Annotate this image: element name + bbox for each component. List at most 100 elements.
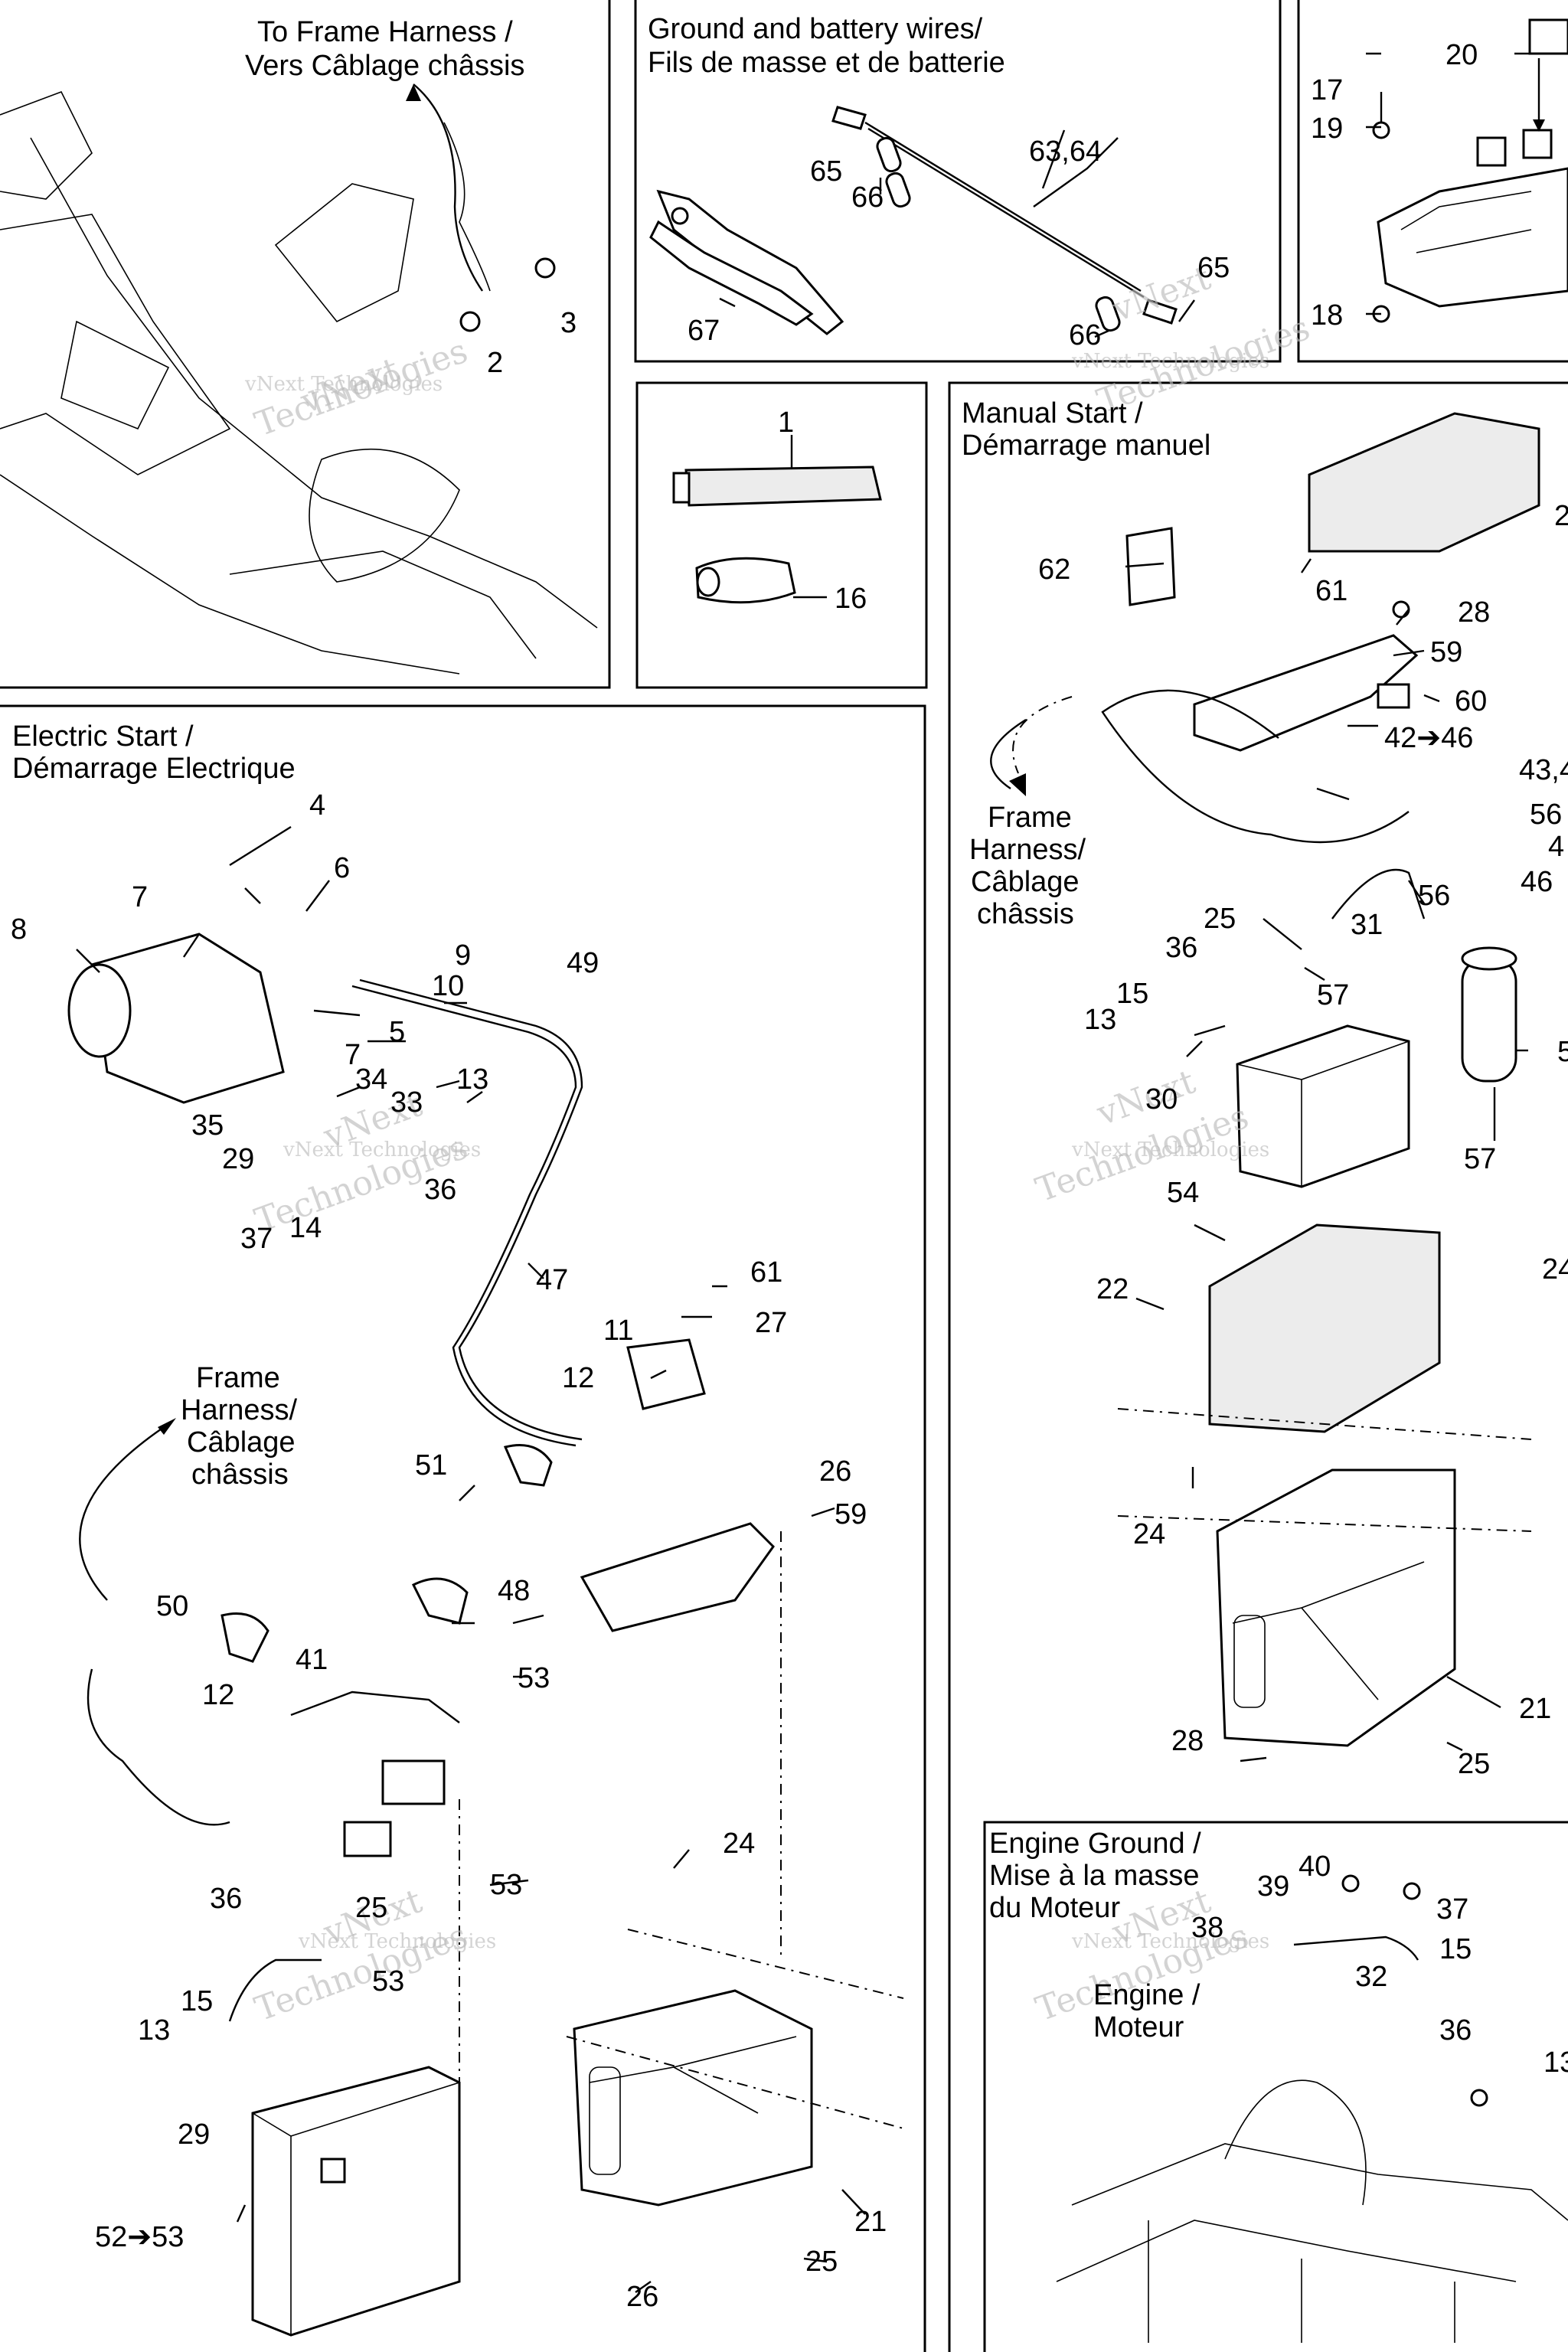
callout-16: 16 xyxy=(835,583,867,615)
frame-harness-illustration xyxy=(0,83,598,675)
callout-36-b: 36 xyxy=(210,1883,242,1915)
callout-52-53: 52➔53 xyxy=(95,2221,184,2253)
callout-4: 4 xyxy=(309,789,325,822)
callout-38: 38 xyxy=(1191,1912,1223,1944)
callout-22: 22 xyxy=(1096,1273,1129,1305)
electric-start-illustration xyxy=(67,825,904,2337)
callout-37-b: 37 xyxy=(1436,1893,1468,1926)
callout-7-b: 7 xyxy=(345,1039,361,1071)
callout-36-c: 36 xyxy=(1439,2014,1472,2047)
title-frame-harness-left-2: Harness/ xyxy=(181,1394,297,1426)
watermark-line2: vNext Technologies xyxy=(1071,350,1269,373)
title-electric-start-2: Démarrage Electrique xyxy=(12,753,296,785)
callout-67: 67 xyxy=(688,315,720,347)
title-frame-harness-right-1: Frame xyxy=(988,802,1072,834)
title-ground-wires-2: Fils de masse et de batterie xyxy=(648,47,1005,79)
callout-12: 12 xyxy=(562,1362,594,1394)
callout-25-right-b: 25 xyxy=(1458,1748,1490,1780)
title-engine-ground-1: Engine Ground / xyxy=(989,1828,1201,1860)
callout-13: 13 xyxy=(456,1063,488,1096)
callout-62: 62 xyxy=(1038,554,1070,586)
callout-5-right: 5 xyxy=(1557,1036,1568,1068)
callout-2: 2 xyxy=(487,347,503,379)
callout-13-b: 13 xyxy=(138,2014,170,2047)
callout-15-right: 15 xyxy=(1116,978,1148,1010)
title-electric-start-1: Electric Start / xyxy=(12,720,194,753)
fuse-box-panel-border xyxy=(1297,0,1568,363)
callout-66: 66 xyxy=(851,181,884,214)
callout-25: 25 xyxy=(355,1892,387,1924)
callout-56-b: 56 xyxy=(1418,880,1450,912)
callout-40: 40 xyxy=(1298,1851,1331,1883)
callout-25-right: 25 xyxy=(1204,903,1236,935)
callout-61: 61 xyxy=(1315,575,1348,607)
callout-66-b: 66 xyxy=(1069,319,1101,351)
title-frame-harness-left-3: Câblage xyxy=(187,1426,296,1459)
watermark-line2-e: vNext Technologies xyxy=(298,1930,496,1953)
callout-50: 50 xyxy=(156,1590,188,1622)
title-engine-2: Moteur xyxy=(1093,2011,1184,2043)
callout-31: 31 xyxy=(1351,909,1383,941)
small-parts-illustration xyxy=(672,466,882,604)
callout-9: 9 xyxy=(455,939,471,972)
callout-8: 8 xyxy=(11,913,27,946)
arrow-to-frame-harness xyxy=(406,84,421,101)
callout-43-4: 43,4 xyxy=(1519,754,1568,786)
watermark-line2-b: vNext Technologies xyxy=(244,373,443,396)
callout-15: 15 xyxy=(181,1985,213,2017)
watermark-line2-f: vNext Technologies xyxy=(1071,1930,1269,1953)
ground-wires-panel-border xyxy=(634,0,1282,363)
callout-24-right-b: 24 xyxy=(1133,1518,1165,1550)
title-frame-harness-right-2: Harness/ xyxy=(969,834,1086,866)
callout-29-b: 29 xyxy=(178,2118,210,2151)
callout-49: 49 xyxy=(567,947,599,979)
title-manual-start-1: Manual Start / xyxy=(962,397,1143,430)
callout-11: 11 xyxy=(603,1315,633,1347)
ground-wires-illustration xyxy=(649,106,1178,335)
title-engine-1: Engine / xyxy=(1093,1979,1200,2011)
callout-65-b: 65 xyxy=(1197,252,1230,284)
callout-24-right: 24 xyxy=(1542,1253,1568,1285)
callout-6: 6 xyxy=(334,852,350,884)
callout-10: 10 xyxy=(432,970,464,1002)
callout-numbers: 3 2 63,64 65 66 65 66 67 20 17 19 18 1 1… xyxy=(11,39,1568,2313)
callout-17: 17 xyxy=(1311,74,1343,106)
callout-12-b: 12 xyxy=(202,1679,234,1711)
callout-36-right: 36 xyxy=(1165,932,1197,964)
callout-33: 33 xyxy=(390,1086,423,1119)
callout-24: 24 xyxy=(723,1828,755,1860)
callout-53: 53 xyxy=(518,1662,550,1694)
callout-5: 5 xyxy=(389,1016,405,1048)
callout-21-right: 21 xyxy=(1519,1693,1551,1725)
callout-53-c: 53 xyxy=(372,1965,404,1998)
callout-39: 39 xyxy=(1257,1870,1289,1903)
callout-20: 20 xyxy=(1446,39,1478,71)
callout-42-46: 42➔46 xyxy=(1384,722,1473,754)
callout-53-b: 53 xyxy=(490,1869,522,1901)
watermark-line2-c: vNext Technologies xyxy=(1071,1138,1269,1161)
callout-30: 30 xyxy=(1145,1083,1178,1116)
callout-32: 32 xyxy=(1355,1961,1387,1993)
title-manual-start-2: Démarrage manuel xyxy=(962,430,1210,462)
callout-35: 35 xyxy=(191,1109,224,1142)
callout-26: 26 xyxy=(819,1455,851,1488)
title-frame-harness-left-1: Frame xyxy=(196,1362,280,1394)
electric-start-panel-border xyxy=(0,704,926,2352)
title-frame-harness-top-2: Vers Câblage châssis xyxy=(245,50,524,82)
title-engine-ground-3: du Moteur xyxy=(989,1892,1120,1924)
callout-57: 57 xyxy=(1317,979,1349,1011)
callout-54: 54 xyxy=(1167,1177,1199,1209)
leader-lines xyxy=(76,52,1530,2293)
callout-51: 51 xyxy=(415,1449,447,1481)
callout-60: 60 xyxy=(1455,685,1487,717)
callout-37: 37 xyxy=(240,1223,273,1255)
frame-harness-panel-border xyxy=(0,0,611,689)
callout-56: 56 xyxy=(1530,799,1562,831)
fuse-box-illustration xyxy=(1372,18,1568,323)
callout-61-b: 61 xyxy=(750,1256,782,1289)
title-frame-harness-top-1: To Frame Harness / xyxy=(257,16,513,48)
callout-34: 34 xyxy=(355,1063,387,1096)
